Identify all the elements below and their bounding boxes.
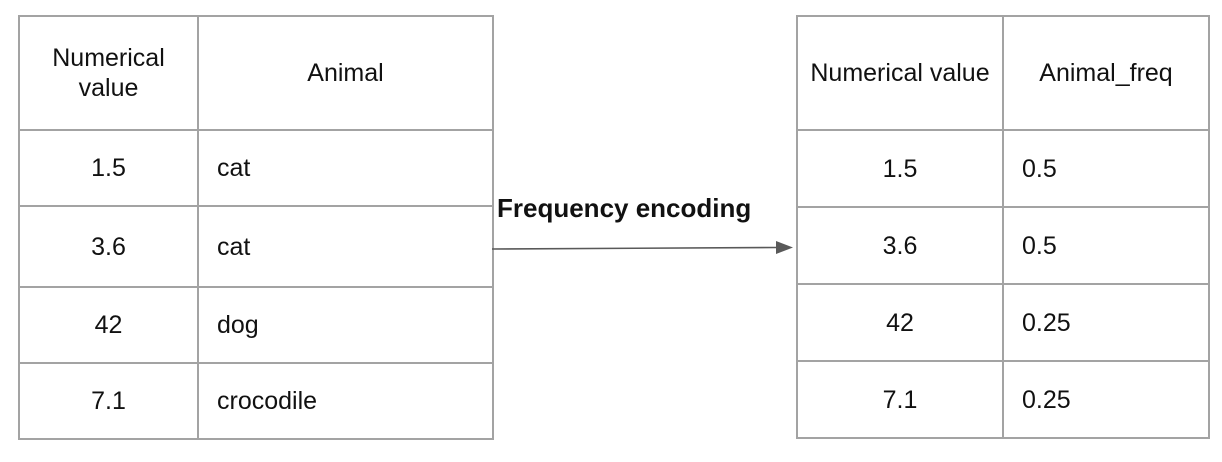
output-table-header-row: Numerical value Animal_freq	[796, 15, 1210, 131]
animal-freq-cell: 0.25	[1002, 360, 1210, 439]
numerical-value-header: Numerical value	[796, 15, 1004, 131]
output-table: Numerical value Animal_freq 1.5 0.5 3.6 …	[796, 15, 1210, 439]
output-table-row: 3.6 0.5	[796, 206, 1210, 285]
animal-header: Animal	[197, 15, 494, 131]
arrow-head	[776, 241, 793, 254]
input-table-row: 3.6 cat	[18, 205, 494, 288]
numerical-value-cell: 7.1	[796, 360, 1004, 439]
output-table-row: 1.5 0.5	[796, 129, 1210, 208]
animal-freq-cell: 0.25	[1002, 283, 1210, 362]
input-table: Numerical value Animal 1.5 cat 3.6 cat 4…	[18, 15, 494, 440]
animal-freq-cell: 0.5	[1002, 206, 1210, 285]
numerical-value-cell: 1.5	[796, 129, 1004, 208]
animal-freq-cell: 0.5	[1002, 129, 1210, 208]
animal-cell: dog	[197, 286, 494, 364]
numerical-value-cell: 3.6	[18, 205, 199, 288]
output-table-row: 7.1 0.25	[796, 360, 1210, 439]
animal-freq-header: Animal_freq	[1002, 15, 1210, 131]
animal-cell: cat	[197, 205, 494, 288]
arrow-shaft	[491, 246, 777, 250]
input-table-header-row: Numerical value Animal	[18, 15, 494, 131]
numerical-value-header: Numerical value	[18, 15, 199, 131]
numerical-value-cell: 7.1	[18, 362, 199, 440]
animal-cell: crocodile	[197, 362, 494, 440]
numerical-value-cell: 42	[18, 286, 199, 364]
input-table-row: 42 dog	[18, 286, 494, 364]
transform-arrow	[491, 241, 793, 254]
input-table-row: 7.1 crocodile	[18, 362, 494, 440]
numerical-value-cell: 3.6	[796, 206, 1004, 285]
input-table-row: 1.5 cat	[18, 129, 494, 207]
output-table-row: 42 0.25	[796, 283, 1210, 362]
frequency-encoding-label: Frequency encoding	[497, 193, 752, 223]
numerical-value-cell: 1.5	[18, 129, 199, 207]
numerical-value-cell: 42	[796, 283, 1004, 362]
animal-cell: cat	[197, 129, 494, 207]
